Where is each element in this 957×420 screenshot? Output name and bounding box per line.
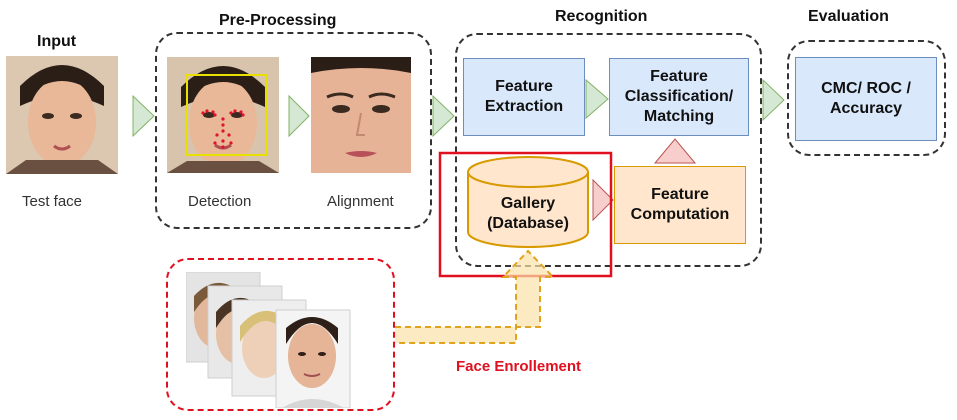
arrow-detection-to-alignment xyxy=(288,94,310,138)
evaluation-metrics-box: CMC/ ROC / Accuracy xyxy=(795,57,937,141)
feature-classification-label: Feature Classification/ Matching xyxy=(624,68,734,125)
input-title: Input xyxy=(37,33,77,50)
alignment-photo xyxy=(311,57,411,173)
feature-extraction-label: Feature Extraction xyxy=(484,78,564,115)
enrollment-group xyxy=(166,258,395,411)
preprocessing-group xyxy=(155,32,432,229)
arrow-extraction-to-classification xyxy=(585,78,609,120)
arrow-input-to-preprocessing xyxy=(132,94,155,138)
test-face-photo xyxy=(6,56,118,174)
detection-photo xyxy=(167,57,279,173)
feature-classification-box: Feature Classification/ Matching xyxy=(609,58,749,136)
arrow-gallery-to-computation xyxy=(592,178,614,222)
evaluation-title: Evaluation xyxy=(808,8,889,25)
feature-computation-label: Feature Computation xyxy=(630,186,730,223)
test-face-caption: Test face xyxy=(22,193,83,210)
alignment-caption: Alignment xyxy=(327,193,394,210)
gallery-label: Gallery (Database) xyxy=(487,195,569,232)
gallery-cylinder xyxy=(467,156,589,248)
feature-extraction-box: Feature Extraction xyxy=(463,58,585,136)
arrow-computation-to-classification xyxy=(653,138,697,164)
preprocessing-title: Pre-Processing xyxy=(219,12,337,29)
face-enrollment-label: Face Enrollement xyxy=(456,358,582,375)
detection-bounding-box xyxy=(186,74,268,156)
arrow-preprocessing-to-recognition xyxy=(432,94,455,138)
enrollment-arrow xyxy=(395,249,556,344)
recognition-group xyxy=(455,33,762,267)
enrollment-photos xyxy=(186,272,351,408)
evaluation-group xyxy=(787,40,946,156)
gallery-label-box: Gallery (Database) xyxy=(468,186,588,242)
arrow-recognition-to-evaluation xyxy=(762,78,785,122)
recognition-title: Recognition xyxy=(555,8,648,25)
evaluation-metrics-label: CMC/ ROC / Accuracy xyxy=(821,80,911,117)
feature-computation-box: Feature Computation xyxy=(614,166,746,244)
detection-caption: Detection xyxy=(188,193,252,210)
